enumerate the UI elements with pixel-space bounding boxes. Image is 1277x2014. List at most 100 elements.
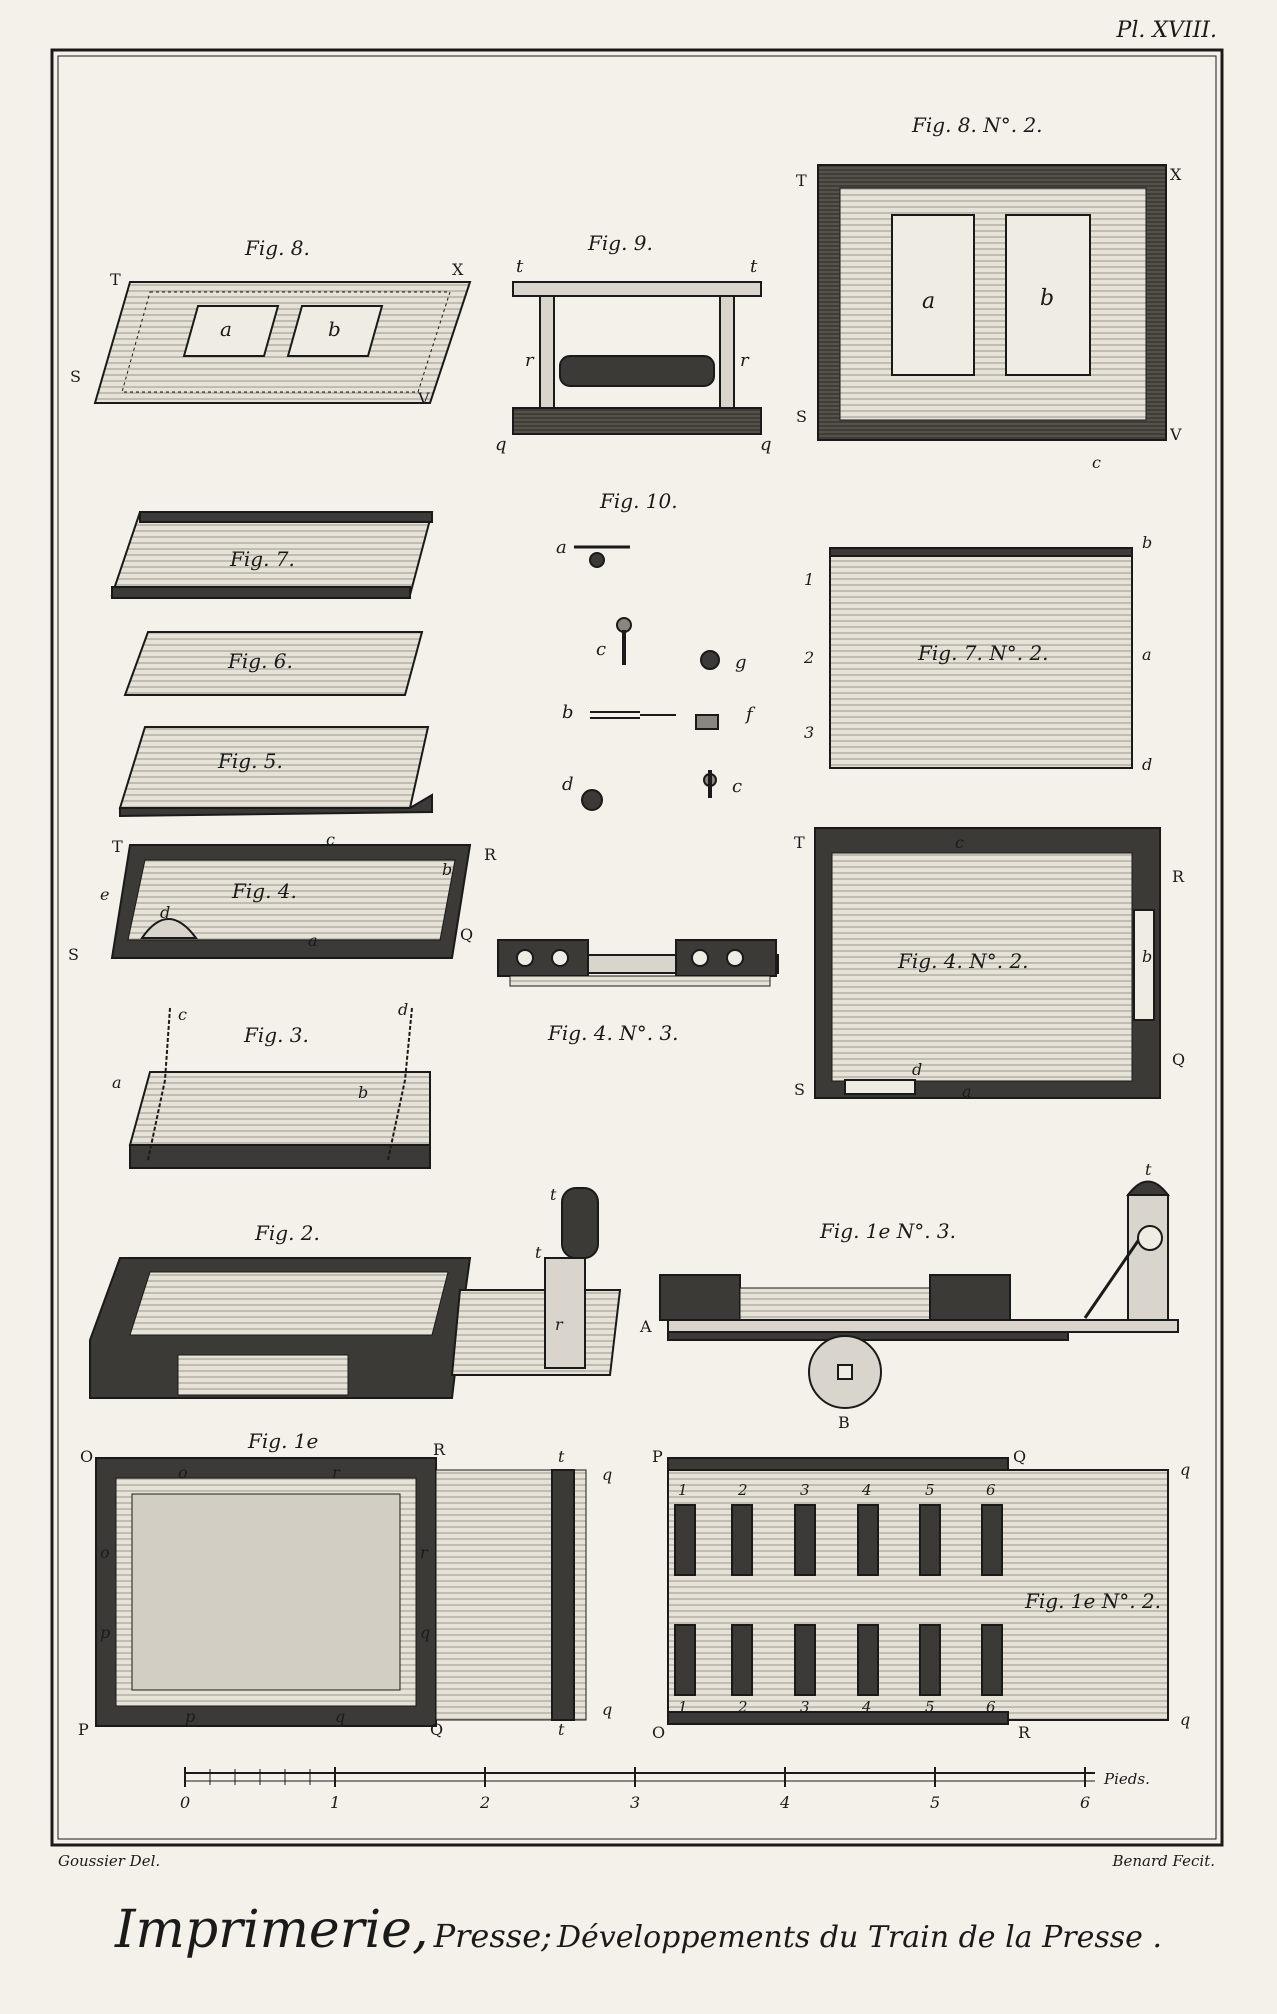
fig9-label: Fig. 9. xyxy=(587,231,653,255)
svg-text:3: 3 xyxy=(800,1698,810,1716)
fig2-label: Fig. 2. xyxy=(254,1221,320,1245)
plate-border-outer xyxy=(50,48,1224,1847)
svg-text:t: t xyxy=(550,1185,557,1204)
svg-text:q: q xyxy=(760,434,772,455)
svg-text:t: t xyxy=(516,256,524,277)
svg-text:b: b xyxy=(442,860,452,879)
fig8-window-a xyxy=(182,305,280,357)
figure-8: Fig. 8. a b T X S V xyxy=(70,236,472,408)
scale-tick-label: 0 xyxy=(180,1793,190,1812)
svg-text:t: t xyxy=(558,1720,565,1739)
figure-4-n3: Fig. 4. N°. 3. xyxy=(497,939,779,1045)
svg-text:2: 2 xyxy=(737,1698,748,1716)
fig10-label: Fig. 10. xyxy=(599,489,678,513)
svg-text:a: a xyxy=(308,931,318,950)
svg-text:r: r xyxy=(555,1315,564,1334)
svg-text:S: S xyxy=(68,945,79,964)
svg-text:5: 5 xyxy=(925,1481,935,1499)
svg-text:c: c xyxy=(955,833,964,852)
fig4n2-label: Fig. 4. N°. 2. xyxy=(897,949,1029,973)
svg-text:r: r xyxy=(525,350,535,371)
svg-text:q: q xyxy=(602,1700,612,1719)
svg-text:b: b xyxy=(328,317,341,341)
figure-7: Fig. 7. xyxy=(110,511,434,599)
svg-text:o: o xyxy=(100,1543,110,1562)
svg-text:q: q xyxy=(602,1465,612,1484)
svg-text:X: X xyxy=(1170,165,1182,184)
fig1n2-label: Fig. 1e N°. 2. xyxy=(1024,1589,1161,1613)
svg-text:d: d xyxy=(912,1060,922,1079)
svg-text:R: R xyxy=(433,1440,446,1459)
svg-text:3: 3 xyxy=(804,723,814,742)
figure-4: Fig. 4. T R Q S e d c b a xyxy=(68,830,497,964)
svg-text:t: t xyxy=(558,1447,565,1466)
svg-text:P: P xyxy=(78,1720,89,1739)
fig8n2-window-a xyxy=(891,214,975,376)
plate-border-inner xyxy=(57,55,1217,1840)
fig8-window-b xyxy=(286,305,384,357)
svg-text:c: c xyxy=(326,830,335,849)
svg-text:q: q xyxy=(495,434,507,455)
credit-designer: Goussier Del. xyxy=(58,1852,161,1870)
svg-text:t: t xyxy=(1145,1160,1152,1179)
figure-2: Fig. 2. t t r xyxy=(89,1185,622,1399)
svg-text:d: d xyxy=(1142,755,1152,774)
svg-text:S: S xyxy=(796,407,807,426)
scale-tick-label: 2 xyxy=(479,1793,490,1812)
svg-text:c: c xyxy=(178,1005,187,1024)
scale-tick-label: 5 xyxy=(930,1793,940,1812)
fig8-label: Fig. 8. xyxy=(244,236,310,260)
svg-text:r: r xyxy=(420,1543,429,1562)
svg-text:R: R xyxy=(484,845,497,864)
svg-text:o: o xyxy=(178,1463,188,1482)
svg-text:P: P xyxy=(652,1447,663,1466)
fig8-dotted-margin xyxy=(121,291,451,393)
fig7n2-label: Fig. 7. N°. 2. xyxy=(917,641,1049,665)
fig4n3-label: Fig. 4. N°. 3. xyxy=(547,1021,679,1045)
figure-1-n3: Fig. 1e N°. 3. A B t xyxy=(639,1160,1179,1432)
svg-text:V: V xyxy=(1169,425,1182,444)
svg-text:c: c xyxy=(732,776,742,797)
title-main: Imprimerie, xyxy=(114,1900,429,1960)
svg-text:2: 2 xyxy=(803,648,814,667)
credit-engraver: Benard Fecit. xyxy=(1112,1852,1215,1870)
svg-text:T: T xyxy=(112,837,123,856)
svg-text:a: a xyxy=(220,317,232,341)
scale-tick-label: 4 xyxy=(779,1793,790,1812)
title-press: Presse; xyxy=(433,1917,552,1955)
svg-text:c: c xyxy=(596,639,606,660)
svg-text:r: r xyxy=(332,1463,341,1482)
svg-text:V: V xyxy=(417,389,430,408)
title-subtitle: Développements du Train de la Presse . xyxy=(557,1920,1162,1955)
svg-text:t: t xyxy=(535,1243,542,1262)
fig1n2-bottom-blocks xyxy=(674,1624,1003,1696)
svg-text:b: b xyxy=(1142,947,1152,966)
svg-text:O: O xyxy=(652,1723,665,1742)
fig3-label: Fig. 3. xyxy=(243,1023,309,1047)
scale-tick-label: 3 xyxy=(630,1793,640,1812)
svg-text:q: q xyxy=(335,1707,345,1726)
figure-10: Fig. 10. a c g b f d c xyxy=(556,489,756,811)
figure-3: Fig. 3. c d a b xyxy=(112,1000,431,1169)
svg-text:d: d xyxy=(562,774,574,795)
svg-text:X: X xyxy=(452,260,464,279)
fig9-top-bar xyxy=(512,281,762,297)
svg-text:q: q xyxy=(1180,1460,1190,1479)
svg-text:g: g xyxy=(735,652,747,673)
scale-unit: Pieds. xyxy=(1103,1770,1150,1788)
figure-7-n2: Fig. 7. N°. 2. 1 2 3 b a d xyxy=(803,533,1152,774)
svg-text:4: 4 xyxy=(861,1481,872,1499)
svg-text:T: T xyxy=(796,171,807,190)
svg-text:2: 2 xyxy=(737,1481,748,1499)
figure-1: Fig. 1e O R P Q o r o r p q p q t t q q xyxy=(78,1429,612,1739)
svg-text:b: b xyxy=(358,1083,368,1102)
fig8n2-window-b xyxy=(1005,214,1091,376)
svg-text:T: T xyxy=(110,270,121,289)
svg-text:S: S xyxy=(794,1080,805,1099)
svg-text:b: b xyxy=(562,702,574,723)
svg-text:e: e xyxy=(100,885,109,904)
figure-8-n2: Fig. 8. N°. 2. a b T X S V c xyxy=(796,113,1182,472)
svg-text:R: R xyxy=(1172,867,1185,886)
